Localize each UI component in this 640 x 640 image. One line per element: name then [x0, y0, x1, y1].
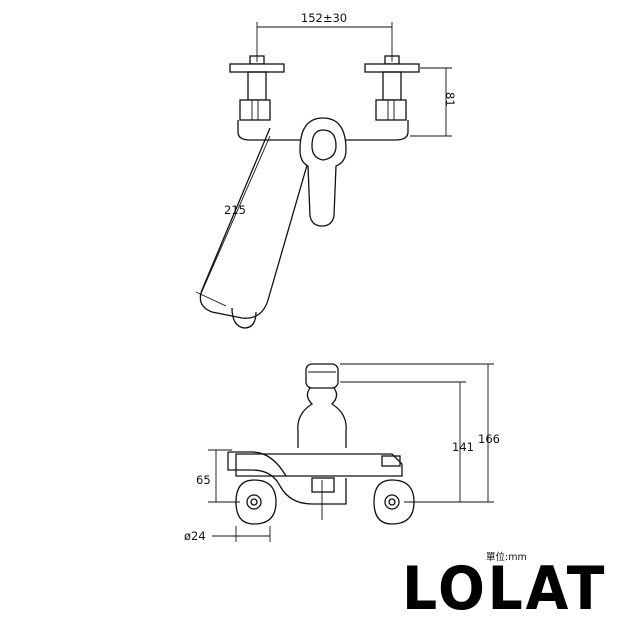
dim-width-label: 152±30	[301, 11, 347, 25]
right-wall-rosette	[373, 479, 415, 525]
top-view: 152±30	[195, 11, 457, 329]
left-inlet-connector	[229, 55, 285, 121]
brand-logo: LOLAT	[402, 554, 608, 624]
spout-front	[227, 451, 347, 505]
dim-height-top: 81	[410, 67, 457, 137]
spout-top	[199, 127, 313, 329]
mixer-body-front	[235, 453, 403, 477]
lever-handle-top	[299, 117, 347, 227]
dim-width: 152±30	[256, 11, 393, 62]
front-view: 166 141 65 ø24	[184, 363, 500, 543]
right-inlet-connector	[364, 55, 420, 121]
dim-diameter: ø24	[184, 526, 271, 543]
mixer-body-bar	[237, 120, 409, 141]
dim-outlet-height: 65	[196, 449, 240, 503]
dim-height-label: 81	[443, 92, 457, 107]
unit-label: 單位:mm	[486, 552, 527, 563]
valve-neck	[297, 387, 347, 448]
handle-cap	[305, 363, 339, 389]
dim-diameter-label: ø24	[184, 529, 206, 543]
dim-total-height-label: 166	[478, 432, 500, 446]
dim-outlet-label: 65	[196, 473, 211, 487]
dim-spout-length: 215	[195, 135, 271, 307]
left-wall-rosette	[235, 479, 277, 525]
dim-heights-front: 166 141	[340, 363, 500, 503]
dim-spout-label: 215	[224, 203, 246, 217]
dim-body-height-label: 141	[452, 440, 474, 454]
